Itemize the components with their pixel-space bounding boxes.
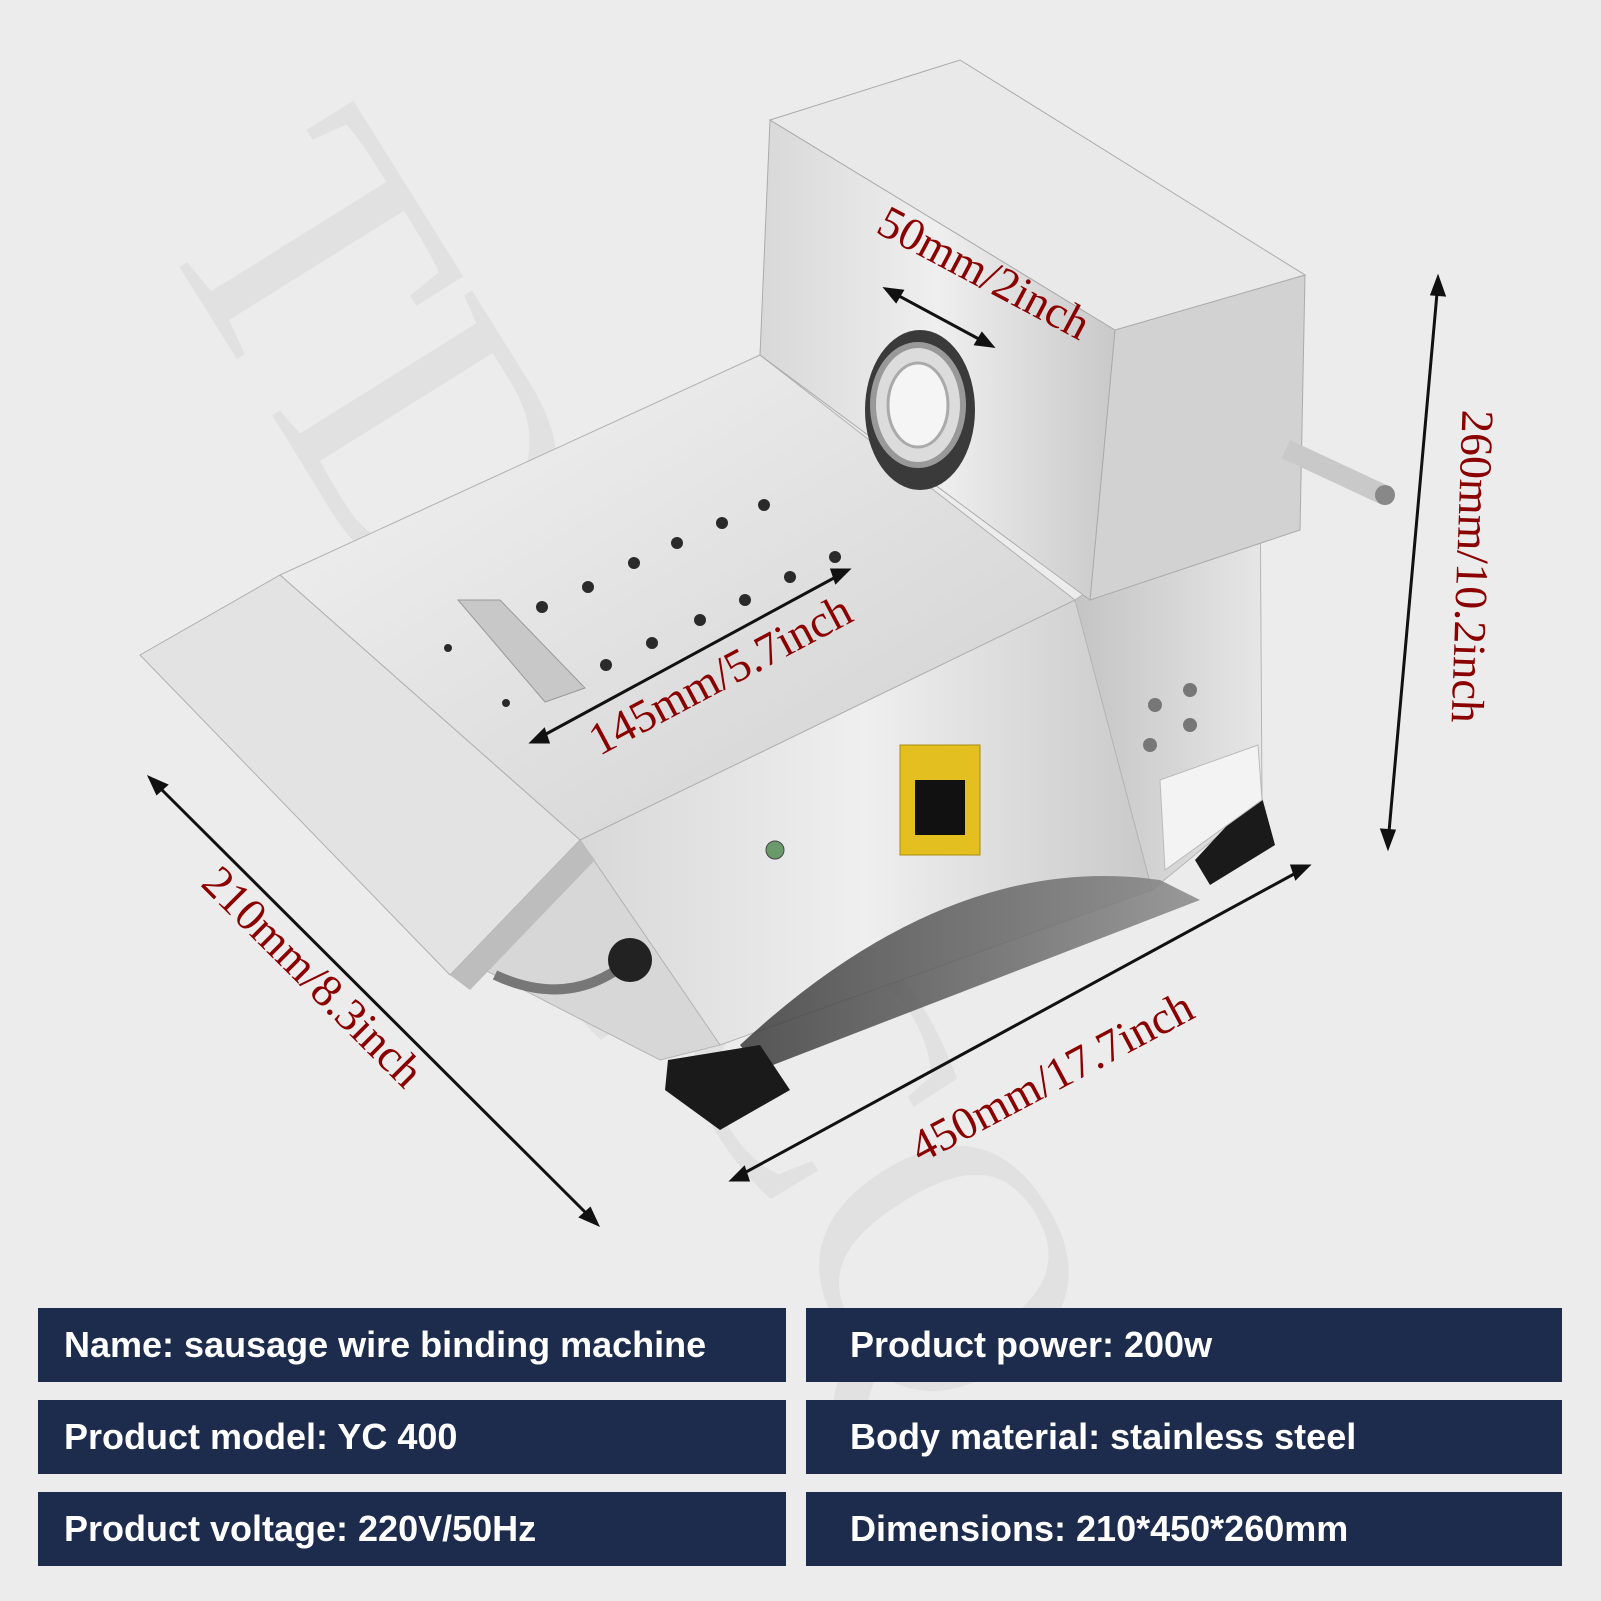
upper-housing-top bbox=[768, 59, 1307, 331]
spec-dimensions-box: Dimensions: 210*450*260mm bbox=[806, 1492, 1562, 1566]
binding-ring bbox=[865, 330, 975, 490]
tray-guide-bracket bbox=[456, 599, 586, 703]
cord-gland bbox=[608, 938, 652, 982]
spec-name-text: Name: sausage wire binding machine bbox=[64, 1324, 707, 1365]
height-dimension-label: 260mm/10.2inch bbox=[1441, 409, 1504, 724]
spec-model-box: Product model: YC 400 bbox=[38, 1400, 786, 1474]
base-shadow bbox=[740, 876, 1200, 1070]
tray-lip-edge bbox=[450, 840, 595, 990]
foot-front-right bbox=[1195, 790, 1275, 885]
spec-model-text: Product model: YC 400 bbox=[64, 1416, 458, 1457]
spec-power-text: Product power: 200w bbox=[850, 1324, 1213, 1365]
side-screws bbox=[1143, 683, 1197, 752]
spec-power-box: Product power: 200w bbox=[806, 1308, 1562, 1382]
spec-material-text: Body material: stainless steel bbox=[850, 1416, 1357, 1457]
spec-label-plate bbox=[1159, 744, 1263, 871]
tray-holes bbox=[444, 499, 841, 707]
indicator-light bbox=[765, 840, 785, 860]
spec-voltage-text: Product voltage: 220V/50Hz bbox=[64, 1508, 537, 1549]
power-switch-panel bbox=[899, 744, 981, 856]
side-handle-rod bbox=[1281, 440, 1395, 505]
spec-dimensions-text: Dimensions: 210*450*260mm bbox=[850, 1508, 1349, 1549]
spec-material-box: Body material: stainless steel bbox=[806, 1400, 1562, 1474]
spec-name-box: Name: sausage wire binding machine bbox=[38, 1308, 786, 1382]
spec-voltage-box: Product voltage: 220V/50Hz bbox=[38, 1492, 786, 1566]
foot-front-left bbox=[665, 1045, 790, 1130]
dimension-arrows bbox=[146, 273, 1447, 1227]
